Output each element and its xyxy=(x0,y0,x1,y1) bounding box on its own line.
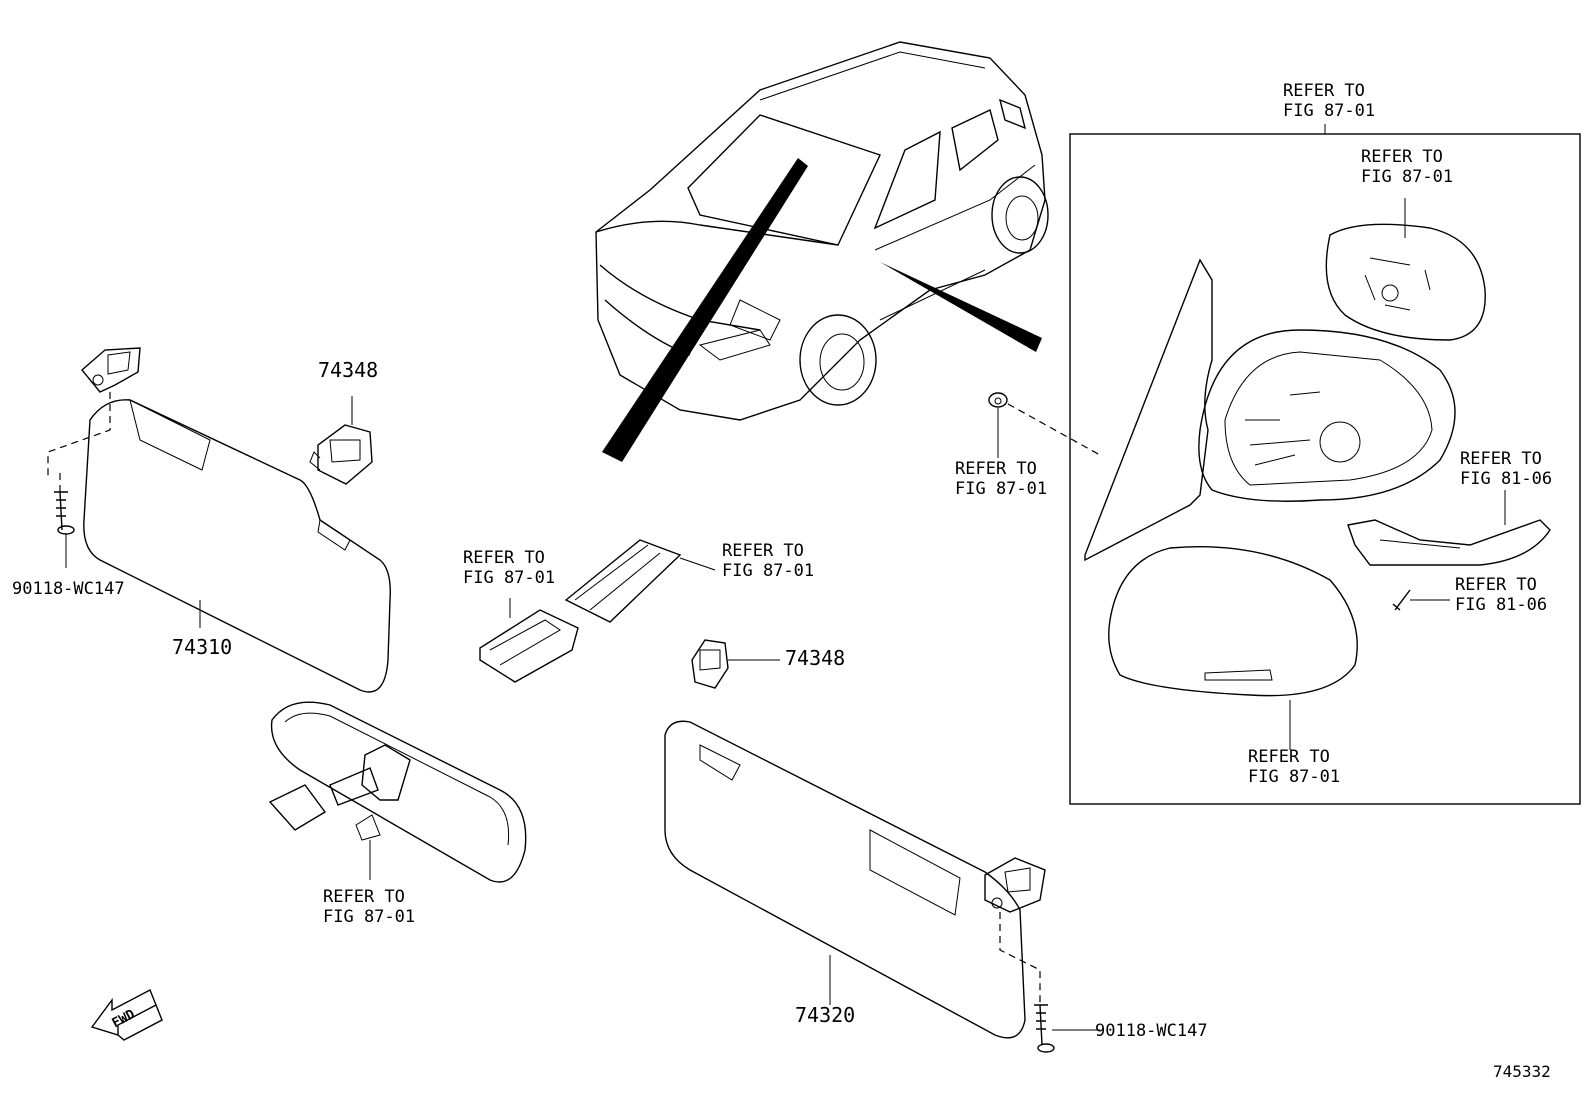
trim-cover-left xyxy=(479,598,579,683)
label-refer-lamp-line2: FIG 81-06 xyxy=(1460,469,1552,489)
label-refer-inner-mirror-line1: REFER TO xyxy=(323,887,405,907)
visor-holder-top xyxy=(309,396,373,485)
label-refer-inner-mirror-line2: FIG 87-01 xyxy=(323,907,415,927)
label-refer-glass-line2: FIG 87-01 xyxy=(1361,167,1453,187)
label-refer-clip-line1: REFER TO xyxy=(955,459,1037,479)
label-refer-box-line2: FIG 87-01 xyxy=(1283,101,1375,121)
figure-number: 745332 xyxy=(1493,1062,1551,1081)
label-refer-box-line1: REFER TO xyxy=(1283,81,1365,101)
trim-cover-right xyxy=(564,539,716,623)
label-refer-cover-line1: REFER TO xyxy=(1248,747,1330,767)
sun-visor-left xyxy=(47,347,391,693)
label-refer-cover-line2: FIG 87-01 xyxy=(1248,767,1340,787)
outside-mirror-group xyxy=(988,124,1581,805)
vehicle-outline xyxy=(595,41,1049,462)
label-refer-trim-right-line2: FIG 87-01 xyxy=(722,561,814,581)
part-number-holder-top: 74348 xyxy=(318,358,378,382)
inner-rear-view-mirror xyxy=(268,701,527,883)
label-refer-lamp-line1: REFER TO xyxy=(1460,449,1542,469)
sun-visor-right xyxy=(664,720,1100,1053)
label-refer-screw-line2: FIG 81-06 xyxy=(1455,595,1547,615)
part-number-holder-middle: 74348 xyxy=(785,646,845,670)
part-number-screw-left: 90118-WC147 xyxy=(12,579,125,599)
part-number-visor-right: 74320 xyxy=(795,1003,855,1027)
label-refer-screw-line1: REFER TO xyxy=(1455,575,1537,595)
visor-holder-middle xyxy=(691,639,780,689)
part-number-visor-left: 74310 xyxy=(172,635,232,659)
label-refer-trim-right-line1: REFER TO xyxy=(722,541,804,561)
label-refer-trim-left-line1: REFER TO xyxy=(463,548,545,568)
label-refer-glass-line1: REFER TO xyxy=(1361,147,1443,167)
labels: REFER TO FIG 87-01 REFER TO FIG 87-01 RE… xyxy=(12,81,1552,1081)
fwd-label: FWD xyxy=(110,1007,138,1031)
fwd-arrow-icon: FWD xyxy=(90,989,163,1041)
label-refer-trim-left-line2: FIG 87-01 xyxy=(463,568,555,588)
part-number-screw-right: 90118-WC147 xyxy=(1095,1021,1208,1041)
label-refer-clip-line2: FIG 87-01 xyxy=(955,479,1047,499)
